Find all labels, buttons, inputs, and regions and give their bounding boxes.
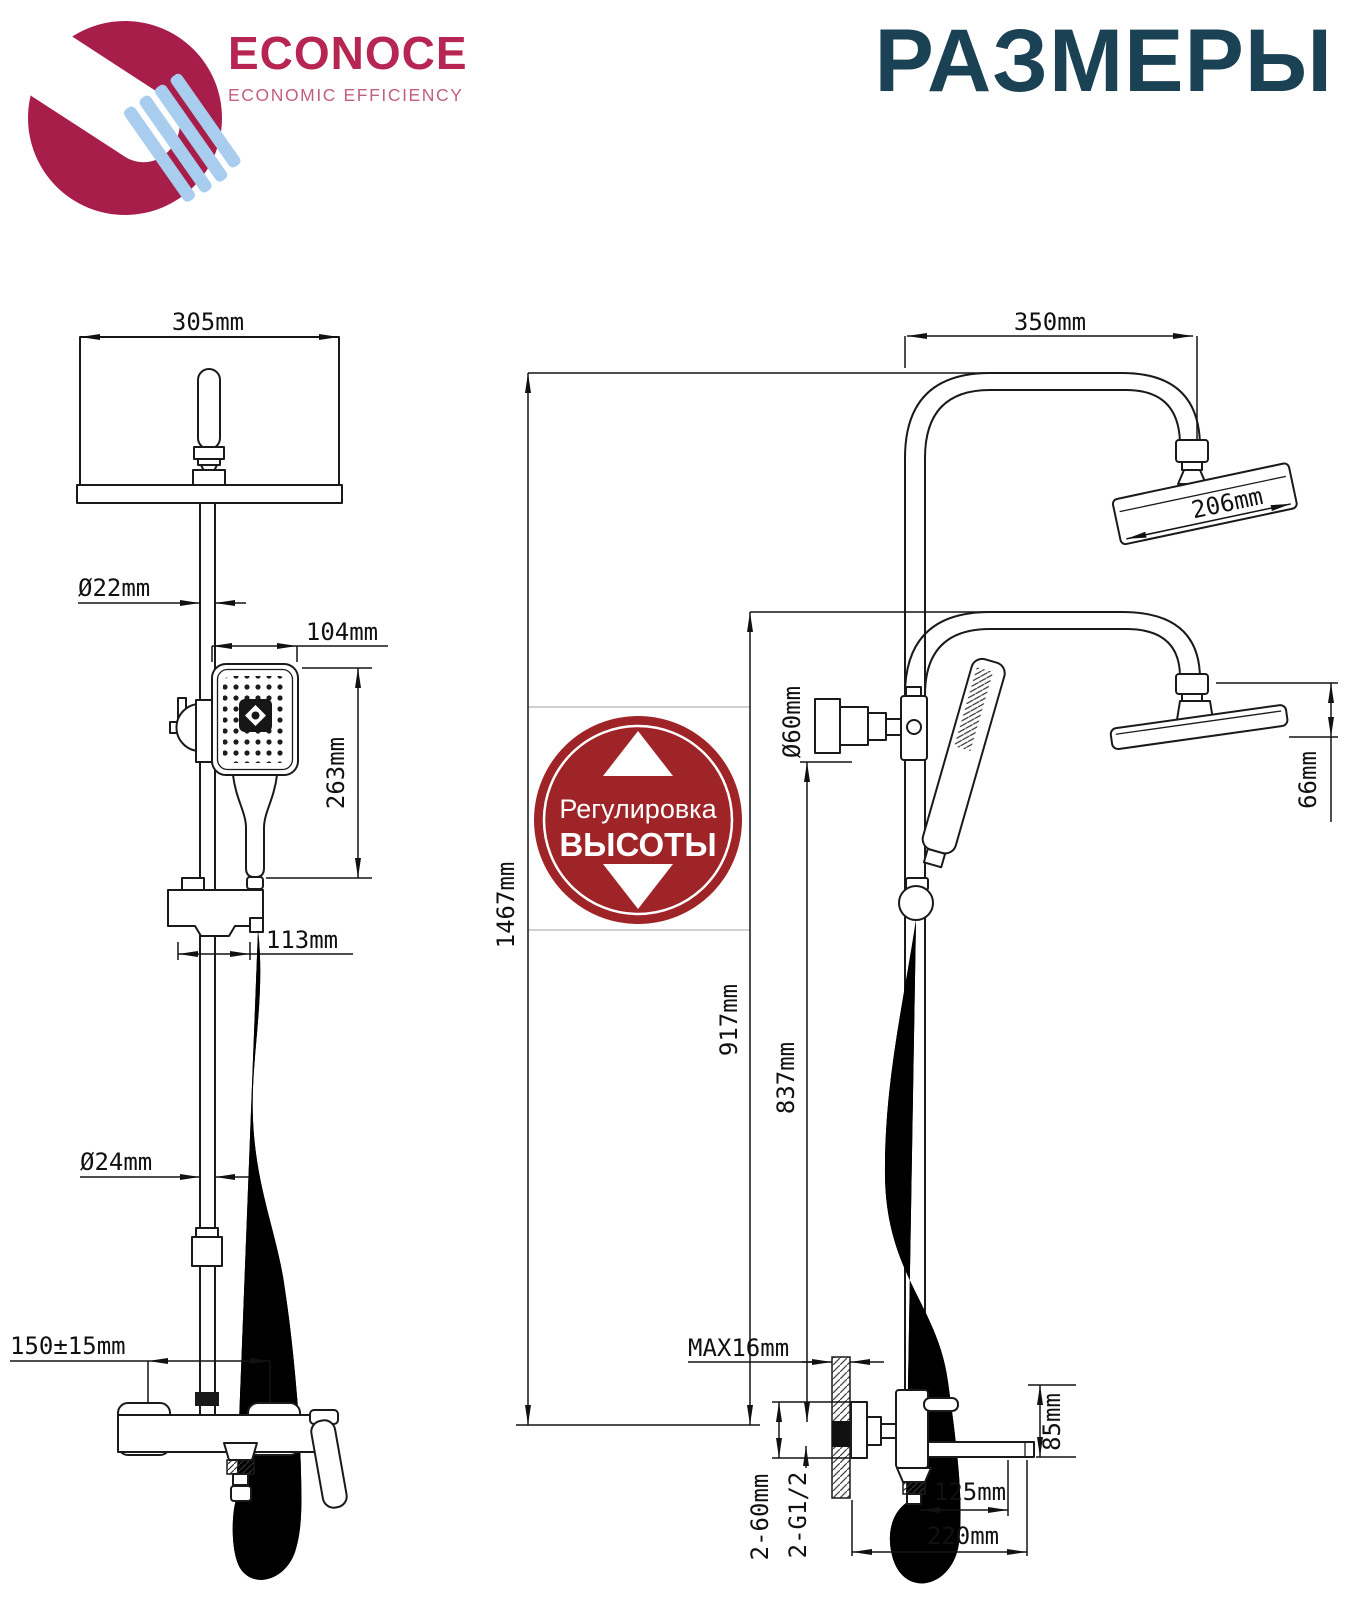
dim-917: 917mm	[715, 984, 743, 1056]
slider-bracket	[167, 889, 264, 937]
mixer-lever-side	[923, 1397, 959, 1412]
brand-block: ECONOCE ECONOMIC EFFICIENCY	[228, 30, 468, 106]
arrow-down-icon	[603, 864, 673, 909]
dim-2-g12: 2-G1/2	[784, 1472, 812, 1559]
mixer-handle	[310, 1419, 348, 1509]
shower-arm-lowered	[904, 611, 1201, 696]
dim-837: 837mm	[772, 1042, 800, 1114]
brand-name: ECONOCE	[228, 27, 468, 79]
shower-arm-raised	[904, 372, 1201, 459]
mixer-body	[117, 1414, 318, 1453]
hose-nut	[898, 885, 934, 921]
dim-2-60: 2-60mm	[746, 1474, 774, 1561]
swivel-lowered	[1175, 673, 1209, 695]
holder-knob	[906, 719, 922, 735]
dim-1467: 1467mm	[492, 862, 520, 949]
height-adjust-badge: Регулировка ВЫСОТЫ	[534, 716, 742, 924]
dim-85: 85mm	[1038, 1393, 1066, 1451]
dim-24: Ø24mm	[80, 1148, 152, 1176]
arrow-up-icon	[603, 731, 673, 776]
brand-tagline: ECONOMIC EFFICIENCY	[228, 85, 464, 105]
overhead-nozzle	[197, 368, 221, 450]
econoce-logo	[22, 21, 241, 215]
dim-150: 150±15mm	[10, 1332, 126, 1360]
holder-bulge	[175, 703, 201, 752]
page-title: РАЗМЕРЫ	[874, 10, 1333, 110]
dim-350: 350mm	[1014, 308, 1086, 336]
dim-263: 263mm	[322, 737, 350, 809]
badge-circle	[534, 716, 742, 924]
badge-line1: Регулировка	[559, 794, 717, 824]
dim-max16: MAX16mm	[688, 1334, 789, 1362]
hand-shower-side	[921, 657, 1006, 869]
mixer-body-side	[895, 1389, 929, 1469]
dim-305: 305mm	[172, 308, 244, 336]
dim-113: 113mm	[266, 926, 338, 954]
overhead-head-lowered	[1109, 704, 1289, 751]
dim-125: 125mm	[934, 1478, 1006, 1506]
hand-shower-handle	[232, 774, 278, 878]
dim-220: 220mm	[927, 1522, 999, 1550]
swivel-raised	[1175, 439, 1209, 463]
pipe-joint	[191, 1236, 223, 1267]
front-view: 305mm Ø22mm 104mm	[10, 308, 388, 1580]
wall-connector	[814, 698, 841, 754]
overhead-head-raised: 206mm	[1111, 462, 1298, 546]
dim-60: Ø60mm	[778, 686, 806, 758]
badge-line2: ВЫСОТЫ	[559, 826, 716, 863]
tub-spout	[927, 1441, 1035, 1458]
dim-66: 66mm	[1294, 751, 1322, 809]
side-view: 1467mm 917mm 837mm 206mm	[492, 308, 1338, 1584]
logo-water-streams	[123, 73, 241, 202]
dim-104: 104mm	[306, 618, 378, 646]
escutcheon	[850, 1401, 868, 1459]
shower-head-plate	[76, 484, 343, 504]
mixer-spout	[223, 1442, 258, 1461]
dim-22: Ø22mm	[78, 574, 150, 602]
